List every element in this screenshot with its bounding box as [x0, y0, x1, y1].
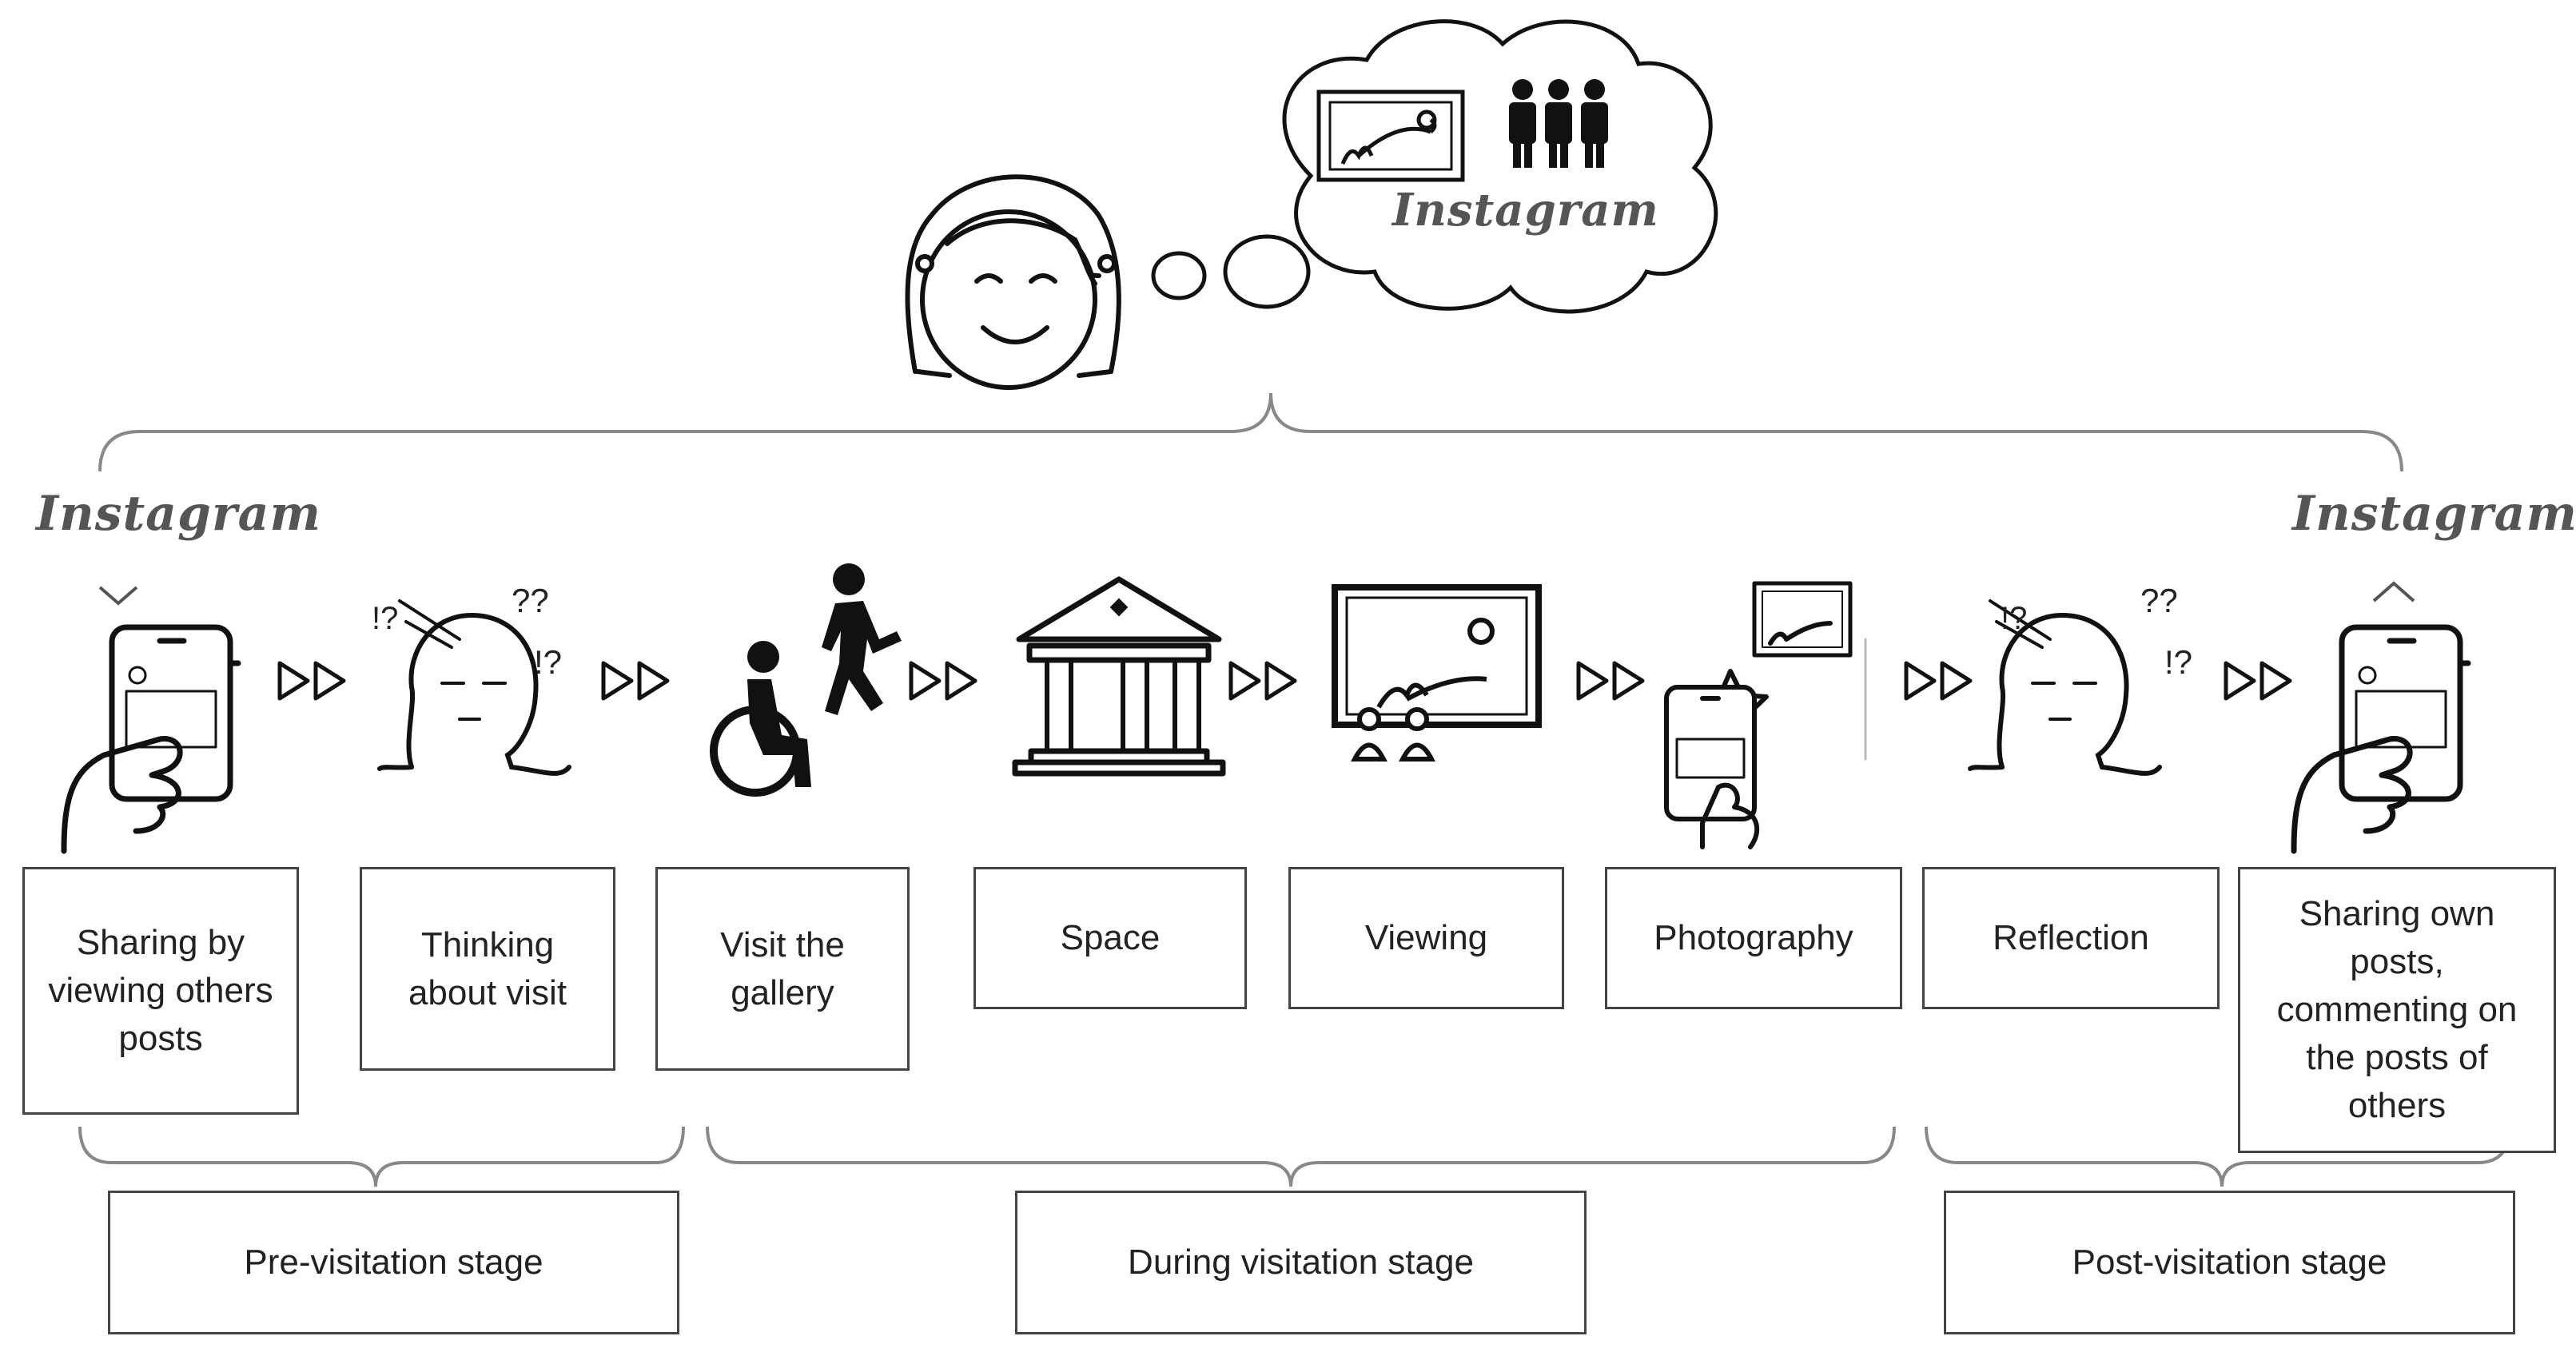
stage-box-post: Post-visitation stage [1944, 1191, 2515, 1334]
chevron-up-icon [2372, 581, 2415, 602]
next-arrow-icon [1228, 661, 1297, 701]
stage-label: Post-visitation stage [2072, 1243, 2387, 1282]
instagram-logo-cloud: Instagram [1392, 184, 1659, 237]
next-arrow-icon [909, 661, 977, 701]
question-marks-top-2: ?? [2140, 582, 2178, 619]
step-box-viewing: Viewing [1288, 867, 1564, 1009]
step-label: Viewing [1364, 918, 1488, 958]
thought-bubble-small [1151, 251, 1207, 300]
viewing-artwork-icon [1332, 584, 1542, 762]
next-arrow-icon [1576, 661, 1645, 701]
question-marks-top: ?? [512, 582, 549, 619]
step-label: Sharing own posts, commenting on the pos… [2276, 894, 2518, 1125]
step-label: Sharing by viewing others posts [48, 923, 273, 1058]
step-label: Thinking about visit [408, 925, 567, 1012]
thinking-head-icon [377, 599, 571, 776]
step-box-sharing-viewing: Sharing by viewing others posts [22, 867, 299, 1115]
framed-picture-icon [1316, 89, 1465, 182]
next-arrow-icon [277, 661, 346, 701]
chevron-down-icon [98, 586, 138, 606]
stage-label: Pre-visitation stage [244, 1243, 543, 1282]
people-group-icon [1509, 79, 1608, 168]
step-label: Reflection [1993, 918, 2149, 958]
stage-box-pre: Pre-visitation stage [108, 1191, 679, 1334]
thought-cloud [1282, 19, 1718, 314]
phone-in-hand-icon [2291, 624, 2471, 854]
question-marks-left-2: !? [2001, 601, 2028, 636]
stage-bracket-post [1925, 1126, 2511, 1187]
step-box-thinking: Thinking about visit [360, 867, 615, 1071]
instagram-logo-left: Instagram [36, 486, 321, 542]
step-box-space: Space [973, 867, 1247, 1009]
stage-bracket-pre [78, 1126, 685, 1187]
step-label: Visit the gallery [720, 925, 845, 1012]
top-bracket [98, 392, 2403, 472]
stage-bracket-during [706, 1126, 1896, 1187]
woman-face-icon [905, 174, 1121, 390]
visitors-icon [710, 563, 902, 797]
next-arrow-icon [2224, 661, 2292, 701]
thought-bubble-medium [1223, 234, 1311, 309]
step-label: Space [1060, 918, 1161, 958]
step-box-photography: Photography [1605, 867, 1902, 1009]
gallery-building-icon [1012, 576, 1226, 777]
phone-in-hand-icon [61, 624, 241, 854]
question-marks-left: !? [372, 601, 399, 636]
instagram-logo-right: Instagram [2292, 486, 2576, 542]
next-arrow-icon [601, 661, 670, 701]
question-marks-right: !? [534, 643, 563, 681]
step-box-sharing-own: Sharing own posts, commenting on the pos… [2238, 867, 2556, 1153]
phone-photograph-icon [1664, 581, 1867, 849]
stage-label: During visitation stage [1128, 1243, 1474, 1282]
thinking-head-icon [1968, 599, 2162, 776]
step-box-visit: Visit the gallery [655, 867, 910, 1071]
step-box-reflection: Reflection [1922, 867, 2220, 1009]
next-arrow-icon [1904, 661, 1973, 701]
arrow-group [277, 661, 2292, 701]
step-label: Photography [1654, 918, 1853, 958]
stage-box-during: During visitation stage [1015, 1191, 1587, 1334]
question-marks-right-2: !? [2164, 643, 2193, 681]
